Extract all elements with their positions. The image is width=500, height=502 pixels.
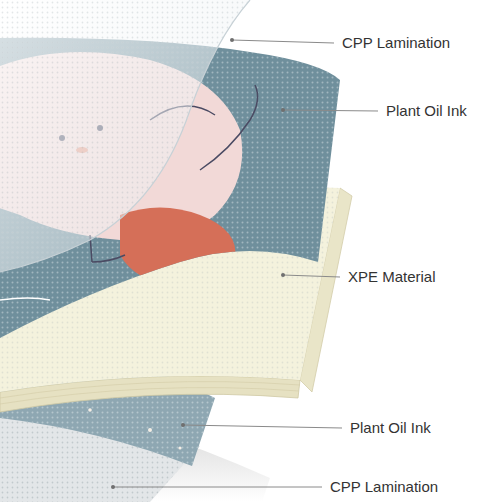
- callout-label: CPP Lamination: [328, 478, 440, 496]
- elephant-picture: [0, 0, 360, 360]
- callout-label: XPE Material: [346, 268, 438, 286]
- callout-label: Plant Oil Ink: [384, 102, 469, 120]
- callout-label: CPP Lamination: [340, 34, 452, 52]
- callout-label: Plant Oil Ink: [348, 419, 433, 437]
- film-edge: [0, 0, 250, 272]
- leader-lines: [111, 38, 378, 489]
- film-texture: [0, 0, 250, 272]
- xpe-layer-lines: [0, 382, 300, 404]
- top-cpp-film: [0, 0, 250, 272]
